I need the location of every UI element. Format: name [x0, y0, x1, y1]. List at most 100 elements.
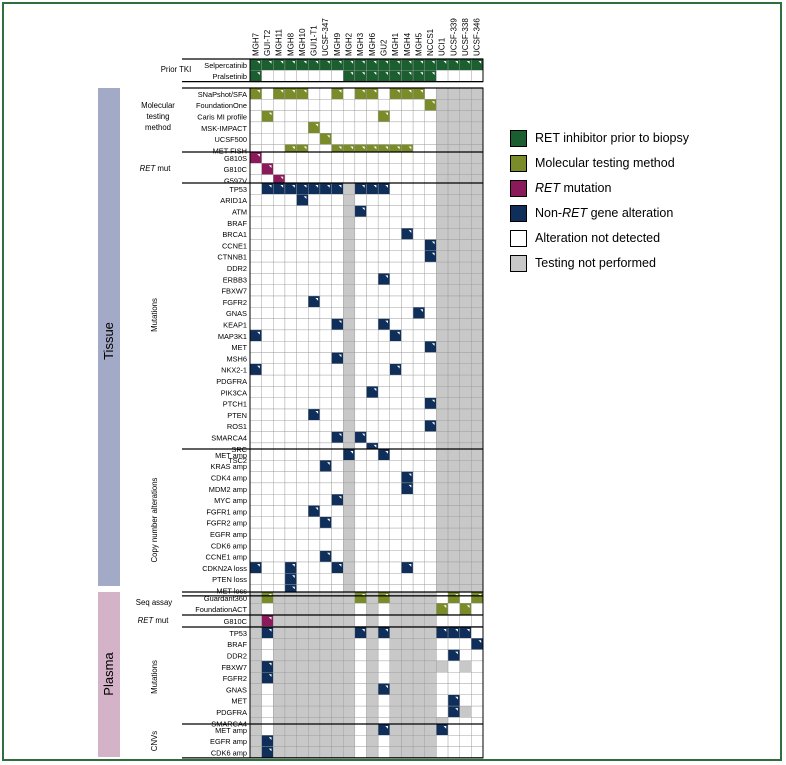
cell-ret-inhibitor: [377, 58, 390, 71]
cell-not-detected: [273, 573, 286, 585]
legend-swatch: [510, 230, 527, 247]
cell-not-detected: [331, 505, 344, 518]
cell-not-detected: [284, 194, 297, 206]
cell-not-detected: [296, 550, 309, 563]
sample-label: MGH2: [345, 32, 354, 56]
cell-not-detected: [424, 307, 437, 319]
cell-corner-mark: [350, 61, 354, 64]
cell-not-detected: [273, 397, 286, 410]
cell-not-performed: [401, 694, 414, 707]
cell-not-detected: [354, 121, 367, 134]
row-label: KRAS amp: [210, 462, 247, 471]
group-label-molecular-line: method: [145, 123, 171, 132]
cell-not-detected: [424, 460, 437, 472]
cell-not-detected: [354, 660, 367, 673]
cell-not-performed: [471, 182, 484, 195]
cell-not-detected: [261, 408, 274, 421]
cell-not-detected: [471, 723, 484, 736]
cell-not-detected: [412, 182, 425, 195]
cell-not-detected: [471, 746, 484, 759]
cell-not-detected: [447, 672, 460, 684]
cell-not-detected: [273, 471, 286, 484]
cell-corner-mark: [350, 72, 354, 75]
cell-not-detected: [308, 99, 321, 111]
cell-not-detected: [249, 573, 262, 585]
cell-ret-inhibitor: [424, 70, 437, 82]
cell-not-detected: [249, 284, 262, 297]
cell-not-detected: [273, 363, 286, 376]
cell-not-detected: [412, 99, 425, 111]
cell-not-performed: [343, 694, 356, 707]
cell-not-performed: [343, 408, 356, 421]
cell-not-detected: [273, 561, 286, 574]
cell-not-detected: [447, 70, 460, 82]
cell-corner-mark: [455, 708, 458, 711]
cell-not-detected: [261, 471, 274, 484]
cell-not-performed: [401, 723, 414, 736]
cell-not-performed: [471, 250, 484, 263]
cell-not-detected: [424, 194, 437, 206]
sample-label: MGH3: [356, 32, 365, 56]
cell-not-detected: [284, 397, 297, 410]
cell-not-detected: [273, 374, 286, 387]
cell-not-performed: [412, 694, 425, 707]
cell-not-detected: [296, 284, 309, 297]
cell-corner-mark: [420, 61, 423, 64]
cell-not-detected: [296, 420, 309, 432]
cell-corner-mark: [478, 640, 482, 643]
cell-not-detected: [273, 121, 286, 134]
cell-not-detected: [284, 121, 297, 134]
cell-not-detected: [377, 420, 390, 432]
cell-not-detected: [273, 151, 286, 164]
cell-not-detected: [389, 110, 402, 123]
cell-not-detected: [389, 573, 402, 585]
cell-not-detected: [389, 99, 402, 111]
cell-corner-mark: [408, 564, 412, 567]
cell-not-detected: [296, 448, 309, 461]
cell-not-detected: [354, 408, 367, 421]
cell-not-detected: [273, 420, 286, 432]
cell-not-detected: [354, 683, 367, 696]
cell-not-detected: [308, 70, 321, 82]
cell-not-performed: [459, 132, 472, 145]
cell-not-detected: [249, 341, 262, 353]
cell-not-performed: [436, 329, 449, 342]
cell-not-detected: [366, 194, 379, 206]
cell-not-detected: [261, 205, 274, 218]
cell-not-detected: [249, 110, 262, 123]
cell-not-performed: [389, 694, 402, 707]
cell-not-detected: [249, 397, 262, 410]
row-label: SNaPshot/SFA: [198, 90, 247, 99]
cell-not-detected: [331, 374, 344, 387]
cell-not-detected: [424, 182, 437, 195]
row-label: CDK4 amp: [211, 474, 247, 483]
cell-not-detected: [284, 494, 297, 506]
cell-not-performed: [331, 723, 344, 736]
cell-not-detected: [377, 494, 390, 506]
row-label: ROS1: [227, 422, 247, 431]
cell-corner-mark: [338, 564, 342, 567]
group-label-seq-assay: Seq assay: [136, 598, 173, 607]
cell-not-detected: [354, 363, 367, 376]
row-label: Selpercatinib: [204, 61, 247, 70]
cell-corner-mark: [385, 275, 388, 279]
cell-non-ret-alteration: [447, 705, 460, 718]
cell-not-performed: [389, 672, 402, 684]
cell-not-detected: [377, 205, 390, 218]
cell-non-ret-alteration: [401, 227, 414, 240]
cell-not-detected: [366, 539, 379, 551]
cell-not-performed: [308, 626, 321, 639]
cell-not-detected: [401, 408, 414, 421]
cell-not-detected: [471, 626, 484, 639]
cell-not-performed: [249, 746, 262, 759]
cell-not-detected: [354, 318, 367, 331]
cell-not-detected: [389, 505, 402, 518]
cell-not-detected: [389, 516, 402, 529]
cell-not-detected: [249, 386, 262, 398]
cell-not-performed: [343, 550, 356, 563]
cell-not-detected: [319, 363, 332, 376]
cell-ret-inhibitor: [354, 70, 367, 82]
cell-corner-mark: [315, 61, 319, 64]
cell-not-performed: [284, 735, 297, 747]
cell-not-detected: [273, 163, 286, 175]
